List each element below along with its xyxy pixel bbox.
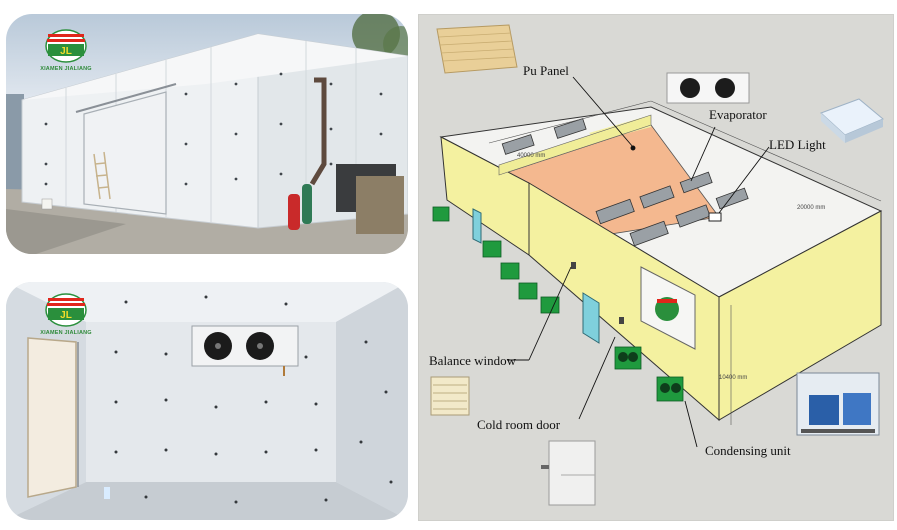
condensing-units-row: [432, 206, 684, 402]
label-cold-room-door: Cold room door: [477, 417, 561, 432]
svg-text:JL: JL: [60, 310, 72, 321]
label-condensing-unit: Condensing unit: [705, 443, 791, 458]
label-balance-window: Balance window: [429, 353, 517, 368]
pu-panel-stack-icon: [436, 24, 518, 74]
cold-room-door-on-wall: [472, 208, 600, 344]
dim-height: 10400 mm: [719, 375, 747, 381]
label-pu-panel: Pu Panel: [523, 63, 569, 78]
cold-room-drawing: 40000 mm 20000 mm 10400 mm: [430, 24, 884, 506]
exterior-scene: [6, 14, 408, 254]
exterior-photo: JL XIAMEN JIALIANG: [6, 14, 408, 254]
balance-window-image-icon: [430, 376, 470, 416]
brand-logo-bottom: JL XIAMEN JIALIANG: [38, 292, 94, 342]
dim-width: 40000 mm: [517, 153, 545, 159]
condensing-unit-image-icon: [796, 372, 880, 436]
dim-length: 20000 mm: [797, 205, 825, 211]
brand-logo-top: JL XIAMEN JIALIANG: [38, 28, 94, 78]
label-led-light: LED Light: [769, 137, 826, 152]
logo-emblem-icon: JL: [45, 293, 87, 327]
brand-name-top: XIAMEN JIALIANG: [40, 66, 92, 72]
label-evaporator: Evaporator: [709, 107, 767, 122]
svg-text:JL: JL: [60, 46, 72, 57]
evaporator-image-icon: [666, 72, 750, 104]
interior-photo: JL XIAMEN JIALIANG: [6, 282, 408, 520]
cold-room-diagram: 40000 mm 20000 mm 10400 mm: [418, 14, 894, 521]
logo-emblem-icon: JL: [45, 29, 87, 63]
brand-name-bottom: XIAMEN JIALIANG: [40, 330, 92, 336]
interior-scene: [6, 282, 408, 520]
cold-room-door-image-icon: [541, 440, 596, 506]
led-light-image-icon: [820, 98, 884, 143]
